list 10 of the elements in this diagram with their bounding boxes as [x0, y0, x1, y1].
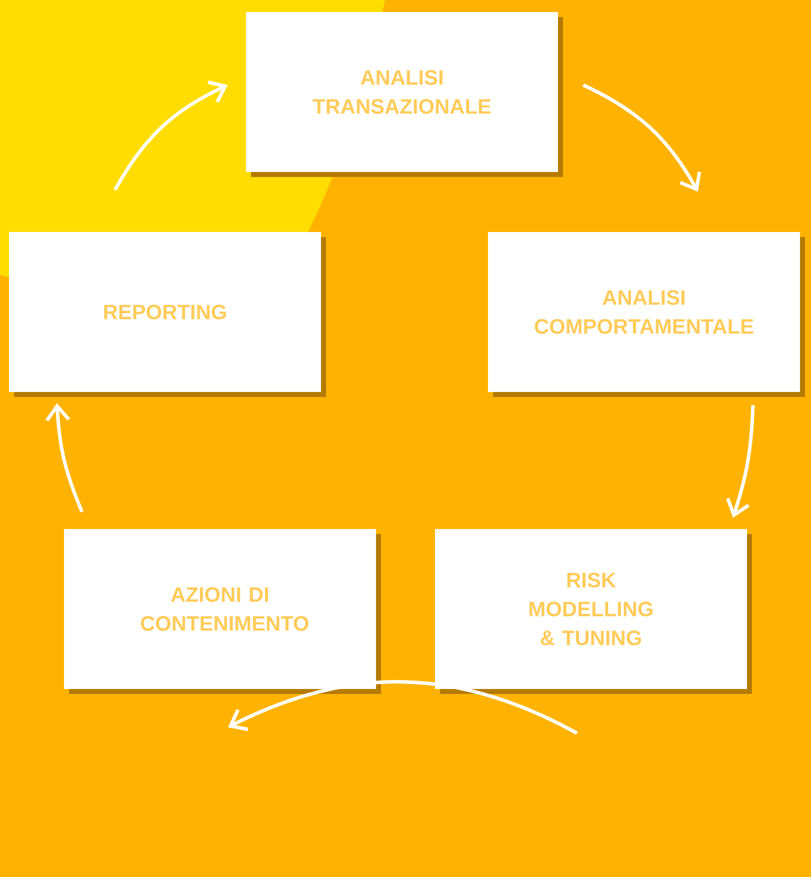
- arrow: [726, 405, 755, 518]
- arrow: [46, 403, 84, 512]
- process-box: RISK MODELLING & TUNING: [435, 529, 752, 694]
- process-box: AZIONI DI CONTENIMENTO: [64, 529, 381, 694]
- process-box: ANALISI COMPORTAMENTALE: [488, 232, 805, 397]
- arrow: [228, 680, 578, 735]
- arrow: [113, 80, 228, 191]
- process-box: REPORTING: [9, 232, 326, 397]
- process-box: ANALISI TRANSAZIONALE: [246, 12, 563, 177]
- arrow: [582, 83, 702, 192]
